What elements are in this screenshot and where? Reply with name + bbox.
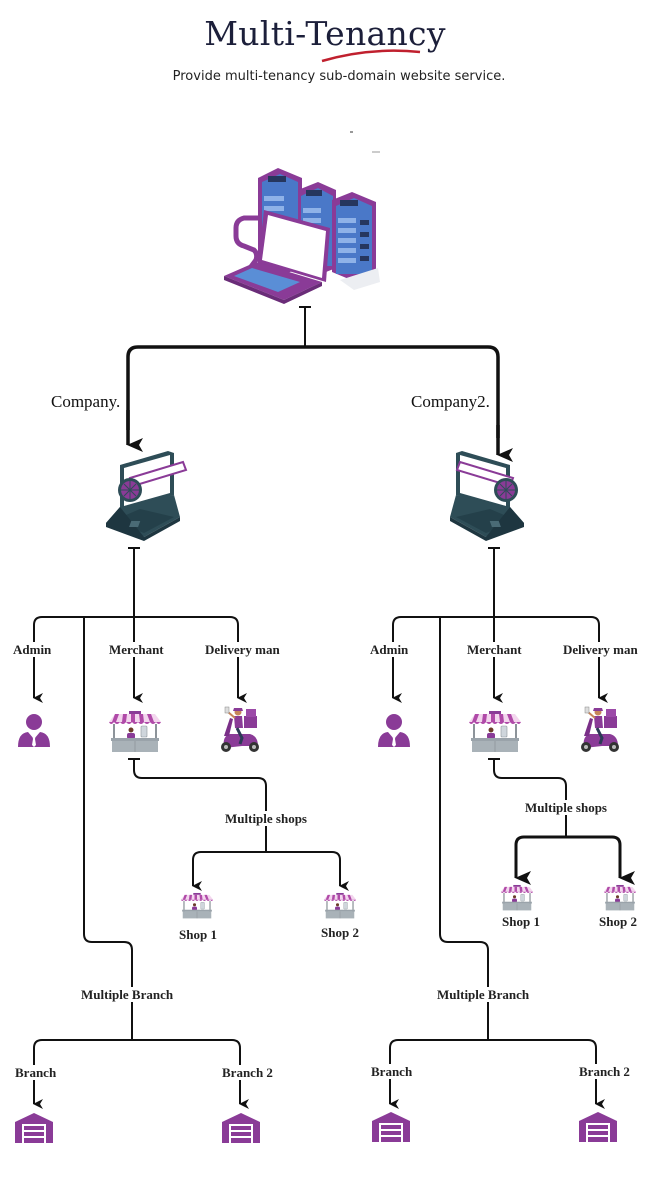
shops-group-label: Multiple shops bbox=[524, 800, 608, 815]
role-label-merchant: Merchant bbox=[108, 642, 165, 657]
delivery-scooter-icon bbox=[219, 705, 261, 754]
shop-1-stall-icon bbox=[500, 884, 534, 911]
role-label-merchant: Merchant bbox=[466, 642, 523, 657]
shop-1-stall-icon bbox=[180, 892, 214, 919]
company-1-label: Company. bbox=[51, 392, 121, 412]
role-label-admin: Admin bbox=[12, 642, 53, 657]
delivery-scooter-icon bbox=[579, 705, 621, 754]
decoration-mark bbox=[350, 131, 353, 133]
admin-user-icon bbox=[18, 714, 50, 747]
branch-label: Branch 2 bbox=[578, 1064, 631, 1079]
warehouse-icon bbox=[372, 1112, 410, 1142]
page-title: Multi-Tenancy bbox=[204, 14, 446, 53]
company-2-label: Company2. bbox=[411, 392, 490, 412]
shop-label: Shop 1 bbox=[501, 914, 541, 929]
laptop-globe-icon bbox=[106, 451, 180, 541]
warehouse-icon bbox=[222, 1113, 260, 1143]
branch-label: Branch bbox=[370, 1064, 414, 1079]
branch-group-label: Multiple Branch bbox=[436, 987, 531, 1002]
shop-label: Shop 1 bbox=[178, 927, 218, 942]
shop-2-stall-icon bbox=[323, 892, 357, 919]
globe-icon bbox=[118, 460, 188, 502]
role-label-admin: Admin bbox=[369, 642, 410, 657]
company-1-branch bbox=[15, 451, 357, 1143]
role-label-delivery-man: Delivery man bbox=[204, 642, 281, 657]
shop-label: Shop 2 bbox=[598, 914, 638, 929]
root-connector bbox=[126, 306, 513, 462]
market-stall-icon bbox=[468, 710, 522, 753]
globe-icon bbox=[455, 460, 518, 502]
company-2-branch bbox=[372, 451, 637, 1142]
admin-user-icon bbox=[378, 714, 410, 747]
title-underline bbox=[321, 49, 421, 63]
page-subtitle: Provide multi-tenancy sub-domain website… bbox=[172, 69, 506, 84]
warehouse-icon bbox=[15, 1113, 53, 1143]
warehouse-icon bbox=[579, 1112, 617, 1142]
role-label-delivery-man: Delivery man bbox=[562, 642, 639, 657]
branch-label: Branch 2 bbox=[221, 1065, 274, 1080]
branch-group-label: Multiple Branch bbox=[80, 987, 175, 1002]
branch-label: Branch bbox=[14, 1065, 58, 1080]
server-laptop-icon bbox=[224, 168, 380, 304]
decoration-mark bbox=[372, 151, 380, 153]
shops-group-label: Multiple shops bbox=[224, 811, 308, 826]
shop-2-stall-icon bbox=[603, 884, 637, 911]
shop-label: Shop 2 bbox=[320, 925, 360, 940]
market-stall-icon bbox=[108, 710, 162, 753]
